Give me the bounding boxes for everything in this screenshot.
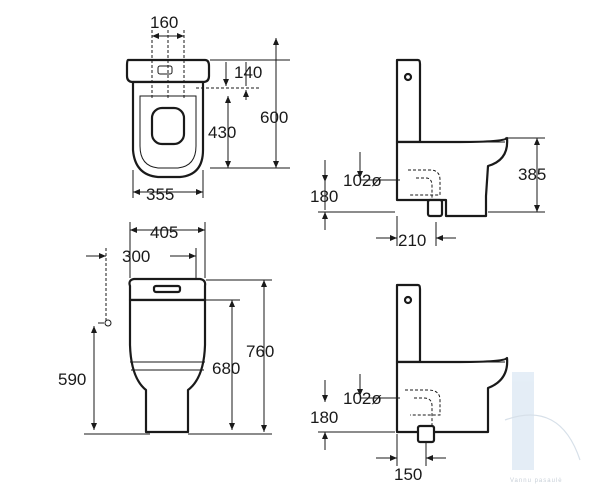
watermark-text: Vannu pasaulė	[510, 478, 563, 484]
side-top-pipe-label: 102ø	[343, 171, 382, 190]
side-top-height-label: 385	[518, 165, 546, 184]
side-top-tank	[395, 58, 422, 144]
front-total-height-label: 760	[246, 342, 274, 361]
front-mid-height-label: 680	[212, 359, 240, 378]
side-view-top: 102ø 180 385 210	[310, 58, 546, 250]
top-view: 160 140 430 600 355	[125, 13, 290, 204]
side-bottom-bowl	[395, 356, 509, 434]
side-top-offset-label: 210	[398, 231, 426, 250]
top-view-flush	[157, 65, 173, 75]
front-view: 405 300 590 680 760	[58, 222, 274, 435]
side-top-bowl	[395, 136, 509, 218]
side-bottom-tank	[395, 283, 422, 364]
top-bottom-label: 355	[146, 185, 174, 204]
side-view-bottom: 102ø 180 150	[310, 283, 509, 484]
top-seat-label: 430	[208, 123, 236, 142]
top-height-label: 600	[260, 108, 288, 127]
front-width-label: 405	[150, 223, 178, 242]
watermark-swoosh	[504, 414, 581, 461]
top-view-opening	[150, 106, 186, 146]
side-bottom-offset-label: 150	[394, 465, 422, 484]
front-inner-label: 300	[122, 247, 150, 266]
top-depth-label: 140	[234, 63, 262, 82]
front-bowl	[128, 298, 207, 434]
top-view-seat	[139, 95, 197, 169]
top-width-label: 160	[150, 13, 178, 32]
side-bottom-outlet-height-label: 180	[310, 408, 338, 427]
watermark: Vannu pasaulė	[504, 372, 581, 484]
side-bottom-pipe-label: 102ø	[343, 389, 382, 408]
side-top-outlet-height-label: 180	[310, 187, 338, 206]
front-left-height-label: 590	[58, 370, 86, 389]
watermark-bar	[512, 372, 534, 470]
